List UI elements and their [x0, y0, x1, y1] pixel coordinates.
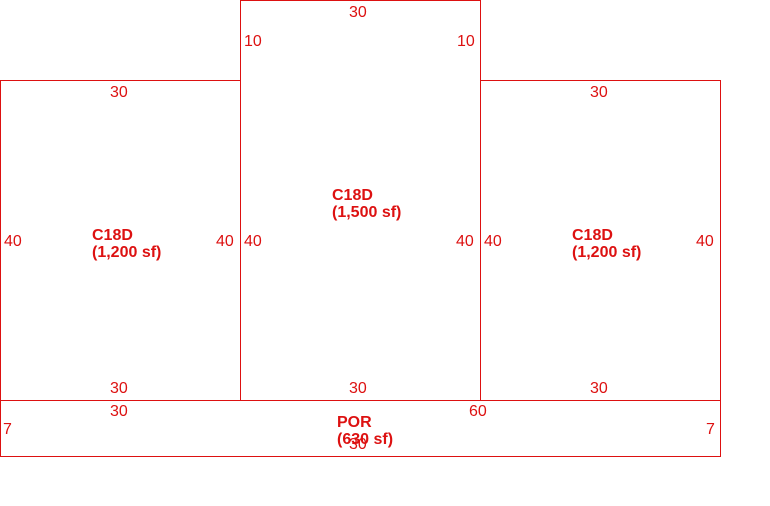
area-porch-size: (630 sf)	[337, 431, 393, 448]
area-porch-dim-top-right: 60	[469, 403, 487, 420]
area-right-name: C18D	[572, 227, 613, 244]
area-center-dim-right: 40	[456, 233, 474, 250]
area-porch-name: POR	[337, 414, 372, 431]
area-right-dim-right: 40	[696, 233, 714, 250]
area-porch-dim-top-left: 30	[110, 403, 128, 420]
area-center-dim-top: 30	[349, 4, 367, 21]
area-center-dim-upper-right: 10	[457, 33, 475, 50]
area-left-name: C18D	[92, 227, 133, 244]
area-porch-outline	[0, 400, 721, 457]
area-center-dim-upper-left: 10	[244, 33, 262, 50]
area-center-c18d: 30 10 10 40 40 30 C18D (1,500 sf)	[240, 0, 481, 401]
area-left-dim-right: 40	[216, 233, 234, 250]
area-porch-dim-right: 7	[706, 421, 715, 438]
area-left-dim-top: 30	[110, 84, 128, 101]
area-right-dim-top: 30	[590, 84, 608, 101]
area-center-dim-left: 40	[244, 233, 262, 250]
area-porch-por: 30 60 7 7 30 POR (630 sf)	[0, 400, 721, 457]
area-left-dim-bottom: 30	[110, 380, 128, 397]
area-porch-dim-left: 7	[3, 421, 12, 438]
area-center-dim-bottom: 30	[349, 380, 367, 397]
area-right-size: (1,200 sf)	[572, 244, 641, 261]
area-center-name: C18D	[332, 187, 373, 204]
area-center-size: (1,500 sf)	[332, 204, 401, 221]
area-right-c18d: 30 40 40 30 C18D (1,200 sf)	[480, 80, 721, 401]
area-left-size: (1,200 sf)	[92, 244, 161, 261]
area-right-dim-bottom: 30	[590, 380, 608, 397]
area-porch-dim-bottom: 30	[349, 436, 367, 453]
area-left-c18d: 30 40 40 30 C18D (1,200 sf)	[0, 80, 241, 401]
area-left-dim-left: 40	[4, 233, 22, 250]
area-right-dim-left: 40	[484, 233, 502, 250]
